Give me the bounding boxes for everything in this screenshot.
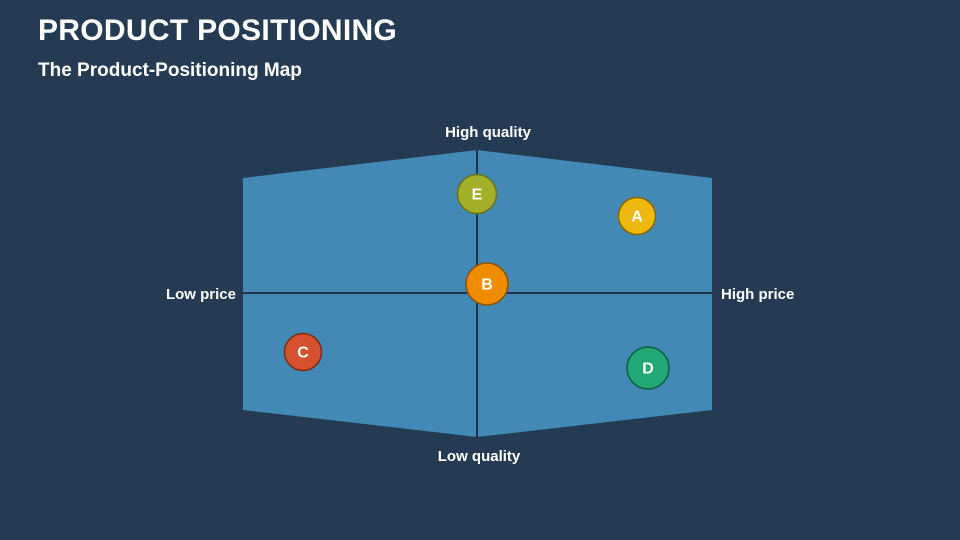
axis-label-low-price: Low price [166, 286, 236, 303]
map-point-d[interactable]: D [626, 346, 670, 390]
axis-label-low-quality: Low quality [438, 448, 521, 465]
point-e-letter: E [472, 187, 483, 204]
point-b-letter: B [481, 277, 493, 294]
point-b-circle[interactable] [465, 262, 509, 306]
map-point-c[interactable]: C [283, 332, 323, 372]
axis-label-high-quality: High quality [445, 124, 531, 141]
point-c-letter: C [297, 345, 309, 362]
point-c-circle[interactable] [283, 332, 323, 372]
point-d-circle[interactable] [626, 346, 670, 390]
point-a-circle[interactable] [617, 196, 657, 236]
page-title: PRODUCT POSITIONING [38, 14, 398, 47]
page-subtitle: The Product-Positioning Map [38, 60, 302, 81]
axis-label-high-price: High price [721, 286, 794, 303]
map-point-e[interactable]: E [456, 173, 498, 215]
point-e-circle[interactable] [456, 173, 498, 215]
map-point-a[interactable]: A [617, 196, 657, 236]
map-point-b[interactable]: B [465, 262, 509, 306]
point-d-letter: D [642, 361, 654, 378]
point-a-letter: A [631, 209, 643, 226]
